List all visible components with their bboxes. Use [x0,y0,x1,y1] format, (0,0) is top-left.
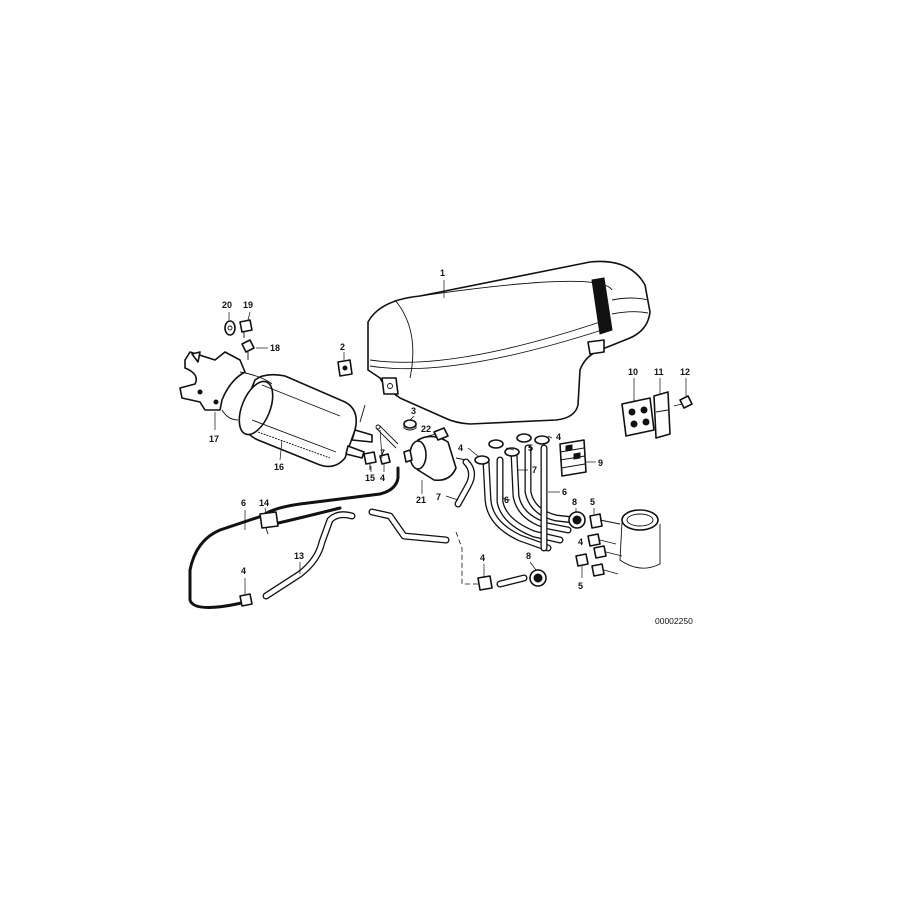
check-valve [403,435,467,482]
leader-lines [214,280,687,594]
callout-8: 8 [572,497,577,507]
callout-18: 18 [270,343,280,353]
callout-11: 11 [654,367,664,377]
callout-7: 7 [532,465,537,475]
reference-number: 00002250 [655,616,693,626]
callout-10: 10 [628,367,638,377]
clamp-4-bottom [477,575,493,591]
short-hose-bottom [496,574,528,588]
clamps-5 [575,513,607,577]
expansion-tank [367,260,651,425]
hose-7-lower [454,458,475,508]
callout-1: 1 [440,268,445,278]
callout-3: 3 [411,406,416,416]
callout-7: 7 [436,492,441,502]
washer-20 [224,320,236,336]
callout-2: 2 [340,342,345,352]
callout-4: 4 [458,443,463,453]
clamp-4-left [379,453,391,465]
bracket-11 [653,391,671,439]
callout-7: 7 [380,448,385,458]
callout-9: 9 [598,458,603,468]
callout-19: 19 [243,300,253,310]
hex-bolt-19 [239,319,253,338]
callout-17: 17 [209,434,219,444]
callout-6: 6 [504,495,509,505]
hose-clamps-top [474,433,550,465]
stud-7 [375,424,399,449]
callout-6: 6 [241,498,246,508]
grommet-8-upper [568,511,586,529]
callout-4: 4 [480,553,485,563]
callout-6: 6 [562,487,567,497]
callout-16: 16 [274,462,284,472]
clip-nut [337,359,353,377]
holder-10 [621,397,655,437]
carbon-canister [238,373,373,468]
callout-13: 13 [294,551,304,561]
callout-22: 22 [421,424,431,434]
vent-hoses [482,444,578,552]
callout-4: 4 [556,432,561,442]
callout-14: 14 [259,498,269,508]
callout-8: 8 [526,551,531,561]
callout-21: 21 [416,495,426,505]
clamp-4-bottom-left [239,593,253,607]
filler-neck [619,509,661,569]
grommet-9 [559,439,587,477]
callout-5: 5 [528,443,533,453]
screw-18 [241,339,255,360]
callout-20: 20 [222,300,232,310]
callout-4: 4 [241,566,246,576]
callout-12: 12 [680,367,690,377]
canister-bracket [179,351,273,421]
callouts: 1 2 3 4 4 4 4 4 4 5 5 5 6 6 6 7 7 7 8 8 … [209,268,690,591]
callout-4: 4 [578,537,583,547]
vent-line-6 [188,466,400,609]
grommet-8-lower [529,569,547,587]
pipe-13 [262,508,450,600]
callout-5: 5 [578,581,583,591]
connector-tubes-right [599,519,623,575]
clip-14 [259,511,279,535]
bolt [403,419,417,431]
callout-5: 5 [590,497,595,507]
callout-15: 15 [365,473,375,483]
callout-4: 4 [380,473,385,483]
screw-12 [673,395,693,409]
bolt-15 [363,451,377,470]
connector-22 [433,427,449,441]
dashed-connection [455,531,484,585]
